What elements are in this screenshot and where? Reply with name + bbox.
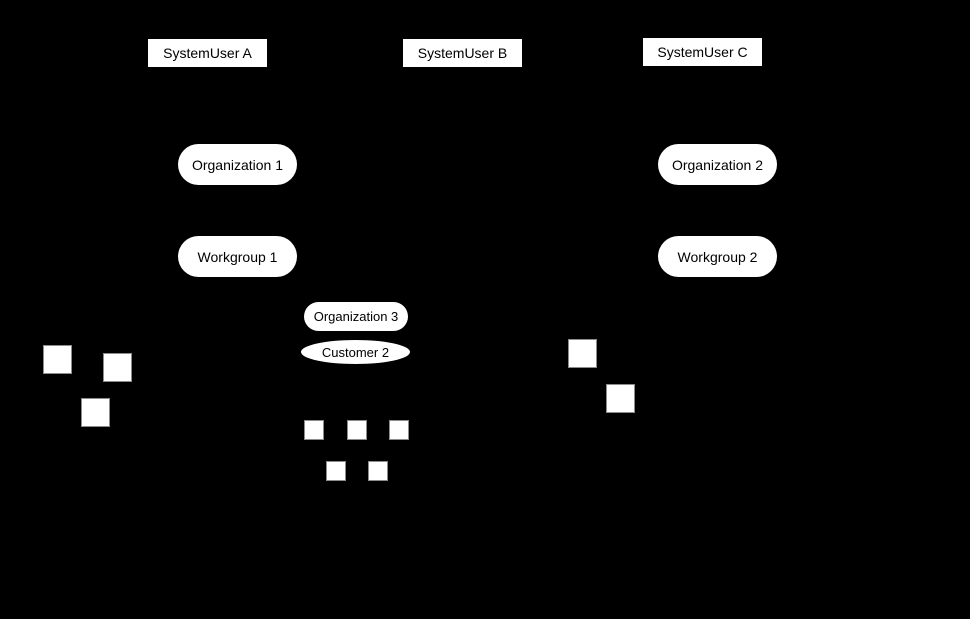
node-systemuser-b: SystemUser B — [403, 39, 522, 67]
node-organization-2: Organization 2 — [658, 144, 777, 185]
node-customer-2-label: Customer 2 — [321, 344, 390, 360]
marker-square — [606, 384, 635, 413]
node-systemuser-c-label: SystemUser C — [657, 44, 748, 60]
marker-square — [347, 420, 367, 440]
marker-square — [103, 353, 132, 382]
node-workgroup-2: Workgroup 2 — [658, 236, 777, 277]
node-organization-3-label: Organization 3 — [313, 309, 399, 324]
node-systemuser-a: SystemUser A — [148, 39, 267, 67]
node-organization-2-label: Organization 2 — [671, 156, 764, 173]
marker-square — [368, 461, 388, 481]
marker-square — [304, 420, 324, 440]
marker-square — [81, 398, 110, 427]
node-systemuser-b-label: SystemUser B — [417, 45, 508, 61]
node-organization-3: Organization 3 — [304, 302, 408, 331]
marker-square — [568, 339, 597, 368]
node-workgroup-2-label: Workgroup 2 — [677, 248, 758, 265]
node-systemuser-c: SystemUser C — [643, 38, 762, 66]
node-workgroup-1-label: Workgroup 1 — [197, 248, 278, 265]
marker-square — [326, 461, 346, 481]
marker-square — [389, 420, 409, 440]
node-systemuser-a-label: SystemUser A — [163, 45, 252, 61]
node-workgroup-1: Workgroup 1 — [178, 236, 297, 277]
marker-square — [43, 345, 72, 374]
node-organization-1-label: Organization 1 — [191, 156, 284, 173]
node-organization-1: Organization 1 — [178, 144, 297, 185]
node-customer-2: Customer 2 — [301, 340, 410, 364]
